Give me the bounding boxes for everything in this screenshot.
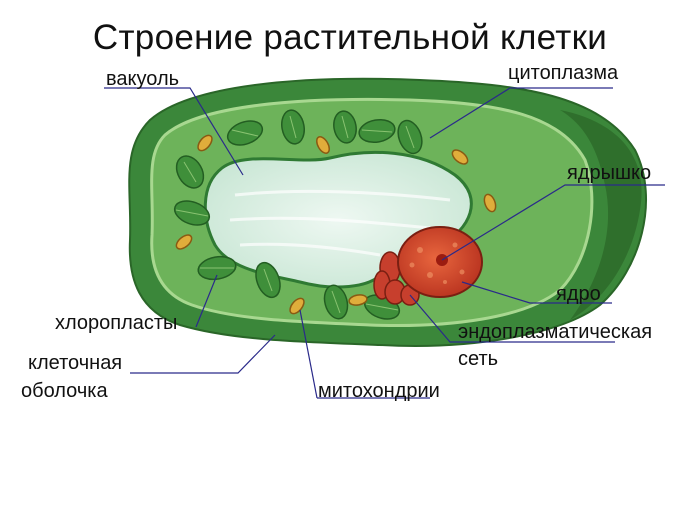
mitochondrion (483, 193, 497, 213)
leader-lines (104, 87, 665, 399)
label-wall-line2: оболочка (21, 380, 108, 402)
mitochondria (175, 134, 497, 315)
mitochondrion (316, 136, 330, 154)
label-mitochondria: митохондрии (318, 380, 440, 402)
label-chloroplasts: хлоропласты (55, 312, 178, 334)
endoplasmic-reticulum (373, 251, 420, 306)
label-nucleolus: ядрышко (567, 162, 652, 184)
nucleus-texture (409, 242, 465, 284)
chloroplast-stripes (175, 115, 415, 314)
diagram-title: Строение растительной клетки (92, 18, 608, 57)
label-er-line2: сеть (458, 348, 499, 370)
label-vacuole: вакуоль (106, 68, 180, 90)
label-er-line1: эндоплазматическая (458, 321, 653, 343)
cell-wall-edge (560, 110, 642, 320)
mitochondrion (175, 234, 193, 250)
label-cytoplasm: цитоплазма (508, 62, 619, 84)
vacuole-highlights (229, 189, 451, 257)
mitochondrion (348, 294, 368, 306)
label-wall-line1: клеточная (28, 352, 123, 374)
mitochondrion (451, 149, 469, 165)
label-nucleus: ядро (556, 283, 601, 305)
mitochondrion (289, 297, 305, 315)
mitochondrion (197, 134, 213, 152)
